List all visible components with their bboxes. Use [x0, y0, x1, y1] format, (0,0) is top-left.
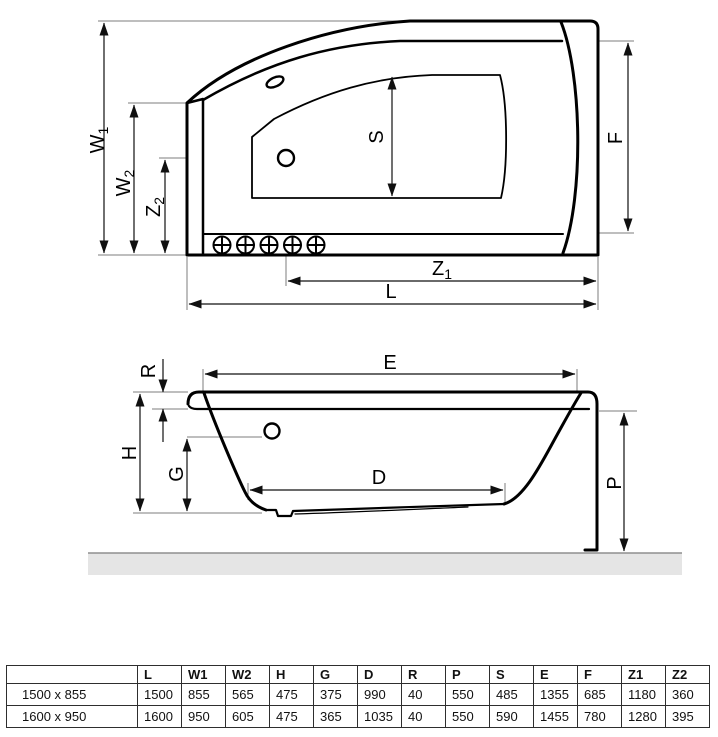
jet-icon — [283, 235, 302, 255]
jet-icons — [212, 235, 326, 255]
dim-label-w2: W2 — [113, 169, 137, 196]
side-view: R E H G D P — [88, 352, 682, 575]
dim-label-p: P — [604, 476, 626, 489]
dim-label-l: L — [385, 281, 396, 303]
table-header-cell: W1 — [181, 665, 226, 684]
table-header-row: L W1 W2 H G D R P S E F Z1 Z2 — [6, 665, 710, 684]
jet-icon — [236, 235, 255, 255]
table-cell: 1600 — [137, 705, 182, 728]
technical-drawing: W1 W2 Z2 S F Z1 L — [87, 19, 682, 575]
table-row: 1600 x 950 1600 950 605 475 365 1035 40 … — [6, 705, 710, 728]
table-header-cell: F — [577, 665, 622, 684]
jet-icon — [306, 235, 326, 255]
dim-label-s: S — [366, 130, 388, 143]
table-header-cell: P — [445, 665, 490, 684]
label-sub: 2 — [121, 169, 137, 177]
table-header-cell: H — [269, 665, 314, 684]
table-cell: 40 — [401, 705, 446, 728]
table-cell: 475 — [269, 683, 314, 706]
table-header-cell: E — [533, 665, 578, 684]
table-row-label: 1600 x 950 — [6, 705, 138, 728]
table-header-cell: S — [489, 665, 534, 684]
dim-label-e: E — [383, 352, 396, 374]
label-sub: 1 — [95, 126, 111, 134]
table-cell: 360 — [665, 683, 710, 706]
table-cell: 1355 — [533, 683, 578, 706]
label-base: Z — [143, 205, 165, 217]
drain-icon — [276, 148, 296, 168]
dim-label-d: D — [372, 467, 386, 489]
table-header-cell: W2 — [225, 665, 270, 684]
table-cell: 40 — [401, 683, 446, 706]
table-header-cell — [6, 665, 138, 684]
overflow-hole-icon — [265, 75, 285, 89]
table-row: 1500 x 855 1500 855 565 475 375 990 40 5… — [6, 683, 710, 706]
overflow-icon — [263, 422, 281, 440]
table-cell: 990 — [357, 683, 402, 706]
table-cell: 375 — [313, 683, 358, 706]
table-cell: 550 — [445, 683, 490, 706]
floor — [88, 553, 682, 575]
label-sub: 1 — [444, 266, 452, 282]
table-cell: 1035 — [357, 705, 402, 728]
dim-label-r: R — [138, 364, 160, 378]
label-base: W — [87, 134, 109, 153]
table-cell: 590 — [489, 705, 534, 728]
table-cell: 855 — [181, 683, 226, 706]
tub-bottom-inner-line — [294, 506, 469, 515]
table-cell: 780 — [577, 705, 622, 728]
dim-label-w1: W1 — [87, 126, 111, 153]
tub-inner-rim-curve — [201, 39, 564, 102]
table-cell: 950 — [181, 705, 226, 728]
table-cell: 1455 — [533, 705, 578, 728]
right-inner-wall — [502, 391, 583, 506]
table-cell: 605 — [225, 705, 270, 728]
dim-label-h: H — [119, 446, 141, 460]
table-cell: 1280 — [621, 705, 666, 728]
table-cell: 475 — [269, 705, 314, 728]
table-header-cell: Z2 — [665, 665, 710, 684]
dim-label-f: F — [605, 132, 627, 144]
label-base: W — [113, 177, 135, 196]
table-cell: 365 — [313, 705, 358, 728]
basin-edge — [251, 74, 508, 199]
jet-icon — [259, 235, 279, 255]
table-cell: 485 — [489, 683, 534, 706]
dim-label-z2: Z2 — [143, 197, 167, 217]
plan-view: W1 W2 Z2 S F Z1 L — [87, 19, 634, 310]
dim-label-g: G — [166, 466, 188, 482]
tub-bottom — [264, 502, 506, 518]
table-cell: 685 — [577, 683, 622, 706]
seat-curve — [559, 20, 580, 255]
jet-icon — [212, 235, 232, 255]
rim-underside — [187, 404, 591, 411]
table-cell: 1500 — [137, 683, 182, 706]
table-cell: 395 — [665, 705, 710, 728]
rim-and-panel-edge — [186, 390, 599, 551]
table-header-cell: L — [137, 665, 182, 684]
left-inner-wall — [202, 391, 268, 512]
dim-label-z1: Z1 — [432, 258, 452, 282]
table-header-cell: D — [357, 665, 402, 684]
table-cell: 565 — [225, 683, 270, 706]
table-cell: 550 — [445, 705, 490, 728]
dimensions-table: L W1 W2 H G D R P S E F Z1 Z2 1500 x 855… — [6, 665, 710, 728]
label-sub: 2 — [151, 197, 167, 205]
table-header-cell: Z1 — [621, 665, 666, 684]
label-base: Z — [432, 258, 444, 280]
table-header-cell: G — [313, 665, 358, 684]
table-row-label: 1500 x 855 — [6, 683, 138, 706]
table-cell: 1180 — [621, 683, 666, 706]
table-header-cell: R — [401, 665, 446, 684]
